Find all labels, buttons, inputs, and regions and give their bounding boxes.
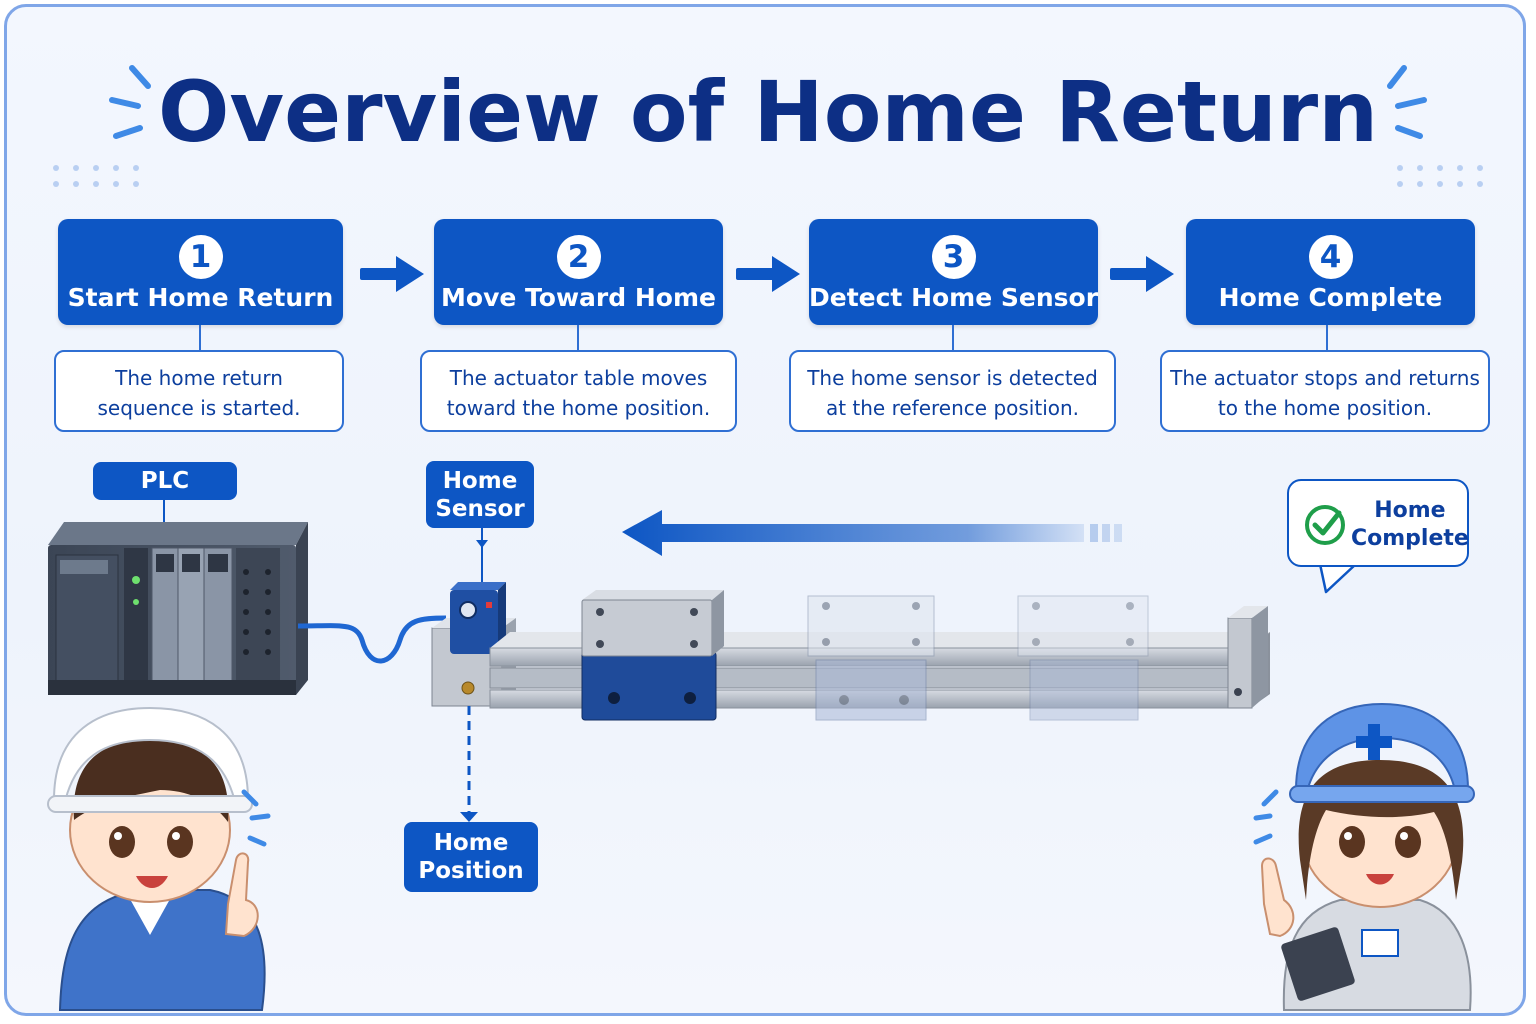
home-position-label-line1: Home <box>433 830 509 856</box>
step-2-number: 2 <box>556 235 601 279</box>
step-1-box: 1 Start Home Return <box>58 219 343 325</box>
motion-arrow-left-icon <box>622 510 1122 556</box>
step-4-desc-line2: to the home position. <box>1217 396 1433 420</box>
step-4-connector <box>1326 325 1328 350</box>
diagram-frame <box>4 4 1526 1016</box>
sparkle-icon <box>1387 65 1407 89</box>
carriage-ghost <box>807 595 935 721</box>
sensor-cable <box>297 615 447 664</box>
step-2-desc-line2: toward the home position. <box>446 396 711 420</box>
arrow-right-icon <box>736 256 800 292</box>
step-1-description: The home return sequence is started. <box>54 350 344 432</box>
sparkle-icon <box>1395 125 1423 139</box>
step-2-title: Move Toward Home <box>441 283 716 312</box>
step-2-desc-line1: The actuator table moves <box>449 366 708 390</box>
home-sensor-label-line1: Home <box>442 468 518 494</box>
plc-label-text: PLC <box>140 468 190 494</box>
sparkle-icon <box>129 65 151 89</box>
step-2-description: The actuator table moves toward the home… <box>420 350 737 432</box>
engineer-character-left <box>47 706 271 1011</box>
step-1-connector <box>199 325 201 350</box>
step-3-box: 3 Detect Home Sensor <box>809 219 1098 325</box>
plc-label: PLC <box>93 462 237 500</box>
home-position-label: Home Position <box>404 822 538 892</box>
step-4-number: 4 <box>1308 235 1353 279</box>
step-4-desc-line1: The actuator stops and returns <box>1170 366 1480 390</box>
step-1-desc-line1: The home return <box>115 366 283 390</box>
step-3-title: Detect Home Sensor <box>809 283 1099 312</box>
step-2-connector <box>577 325 579 350</box>
home-sensor-label-line2: Sensor <box>435 496 525 522</box>
sparkle-icon <box>1395 97 1427 109</box>
engineer-character-right <box>1253 702 1475 1011</box>
step-4-title: Home Complete <box>1218 283 1443 312</box>
sparkle-icon <box>109 97 141 109</box>
step-4-description: The actuator stops and returns to the ho… <box>1160 350 1490 432</box>
step-1-desc-line2: sequence is started. <box>97 396 301 420</box>
step-4-box: 4 Home Complete <box>1186 219 1475 325</box>
arrow-right-icon <box>1110 256 1174 292</box>
speech-bubble-icon <box>1318 562 1358 594</box>
home-complete-line1: Home <box>1374 498 1446 523</box>
home-position-label-line2: Position <box>418 858 524 884</box>
home-complete-bubble: Home Complete <box>1287 479 1469 567</box>
step-1-title: Start Home Return <box>67 283 334 312</box>
step-3-connector <box>952 325 954 350</box>
sparkle-icon <box>113 125 143 139</box>
step-2-box: 2 Move Toward Home <box>434 219 723 325</box>
home-sensor-label: Home Sensor <box>426 461 534 528</box>
step-3-description: The home sensor is detected at the refer… <box>789 350 1116 432</box>
home-complete-line2: Complete <box>1351 526 1469 551</box>
arrow-right-icon <box>360 256 424 292</box>
step-3-desc-line2: at the reference position. <box>825 396 1080 420</box>
check-circle-icon <box>1305 505 1345 545</box>
plc-unit <box>48 522 308 695</box>
carriage-active <box>581 590 724 721</box>
step-3-desc-line1: The home sensor is detected <box>807 366 1098 390</box>
step-3-number: 3 <box>931 235 976 279</box>
home-complete-text: Home Complete <box>1351 497 1469 553</box>
carriage-ghost <box>1017 595 1149 721</box>
page-title: Overview of Home Return <box>157 63 1378 161</box>
step-1-number: 1 <box>178 235 223 279</box>
